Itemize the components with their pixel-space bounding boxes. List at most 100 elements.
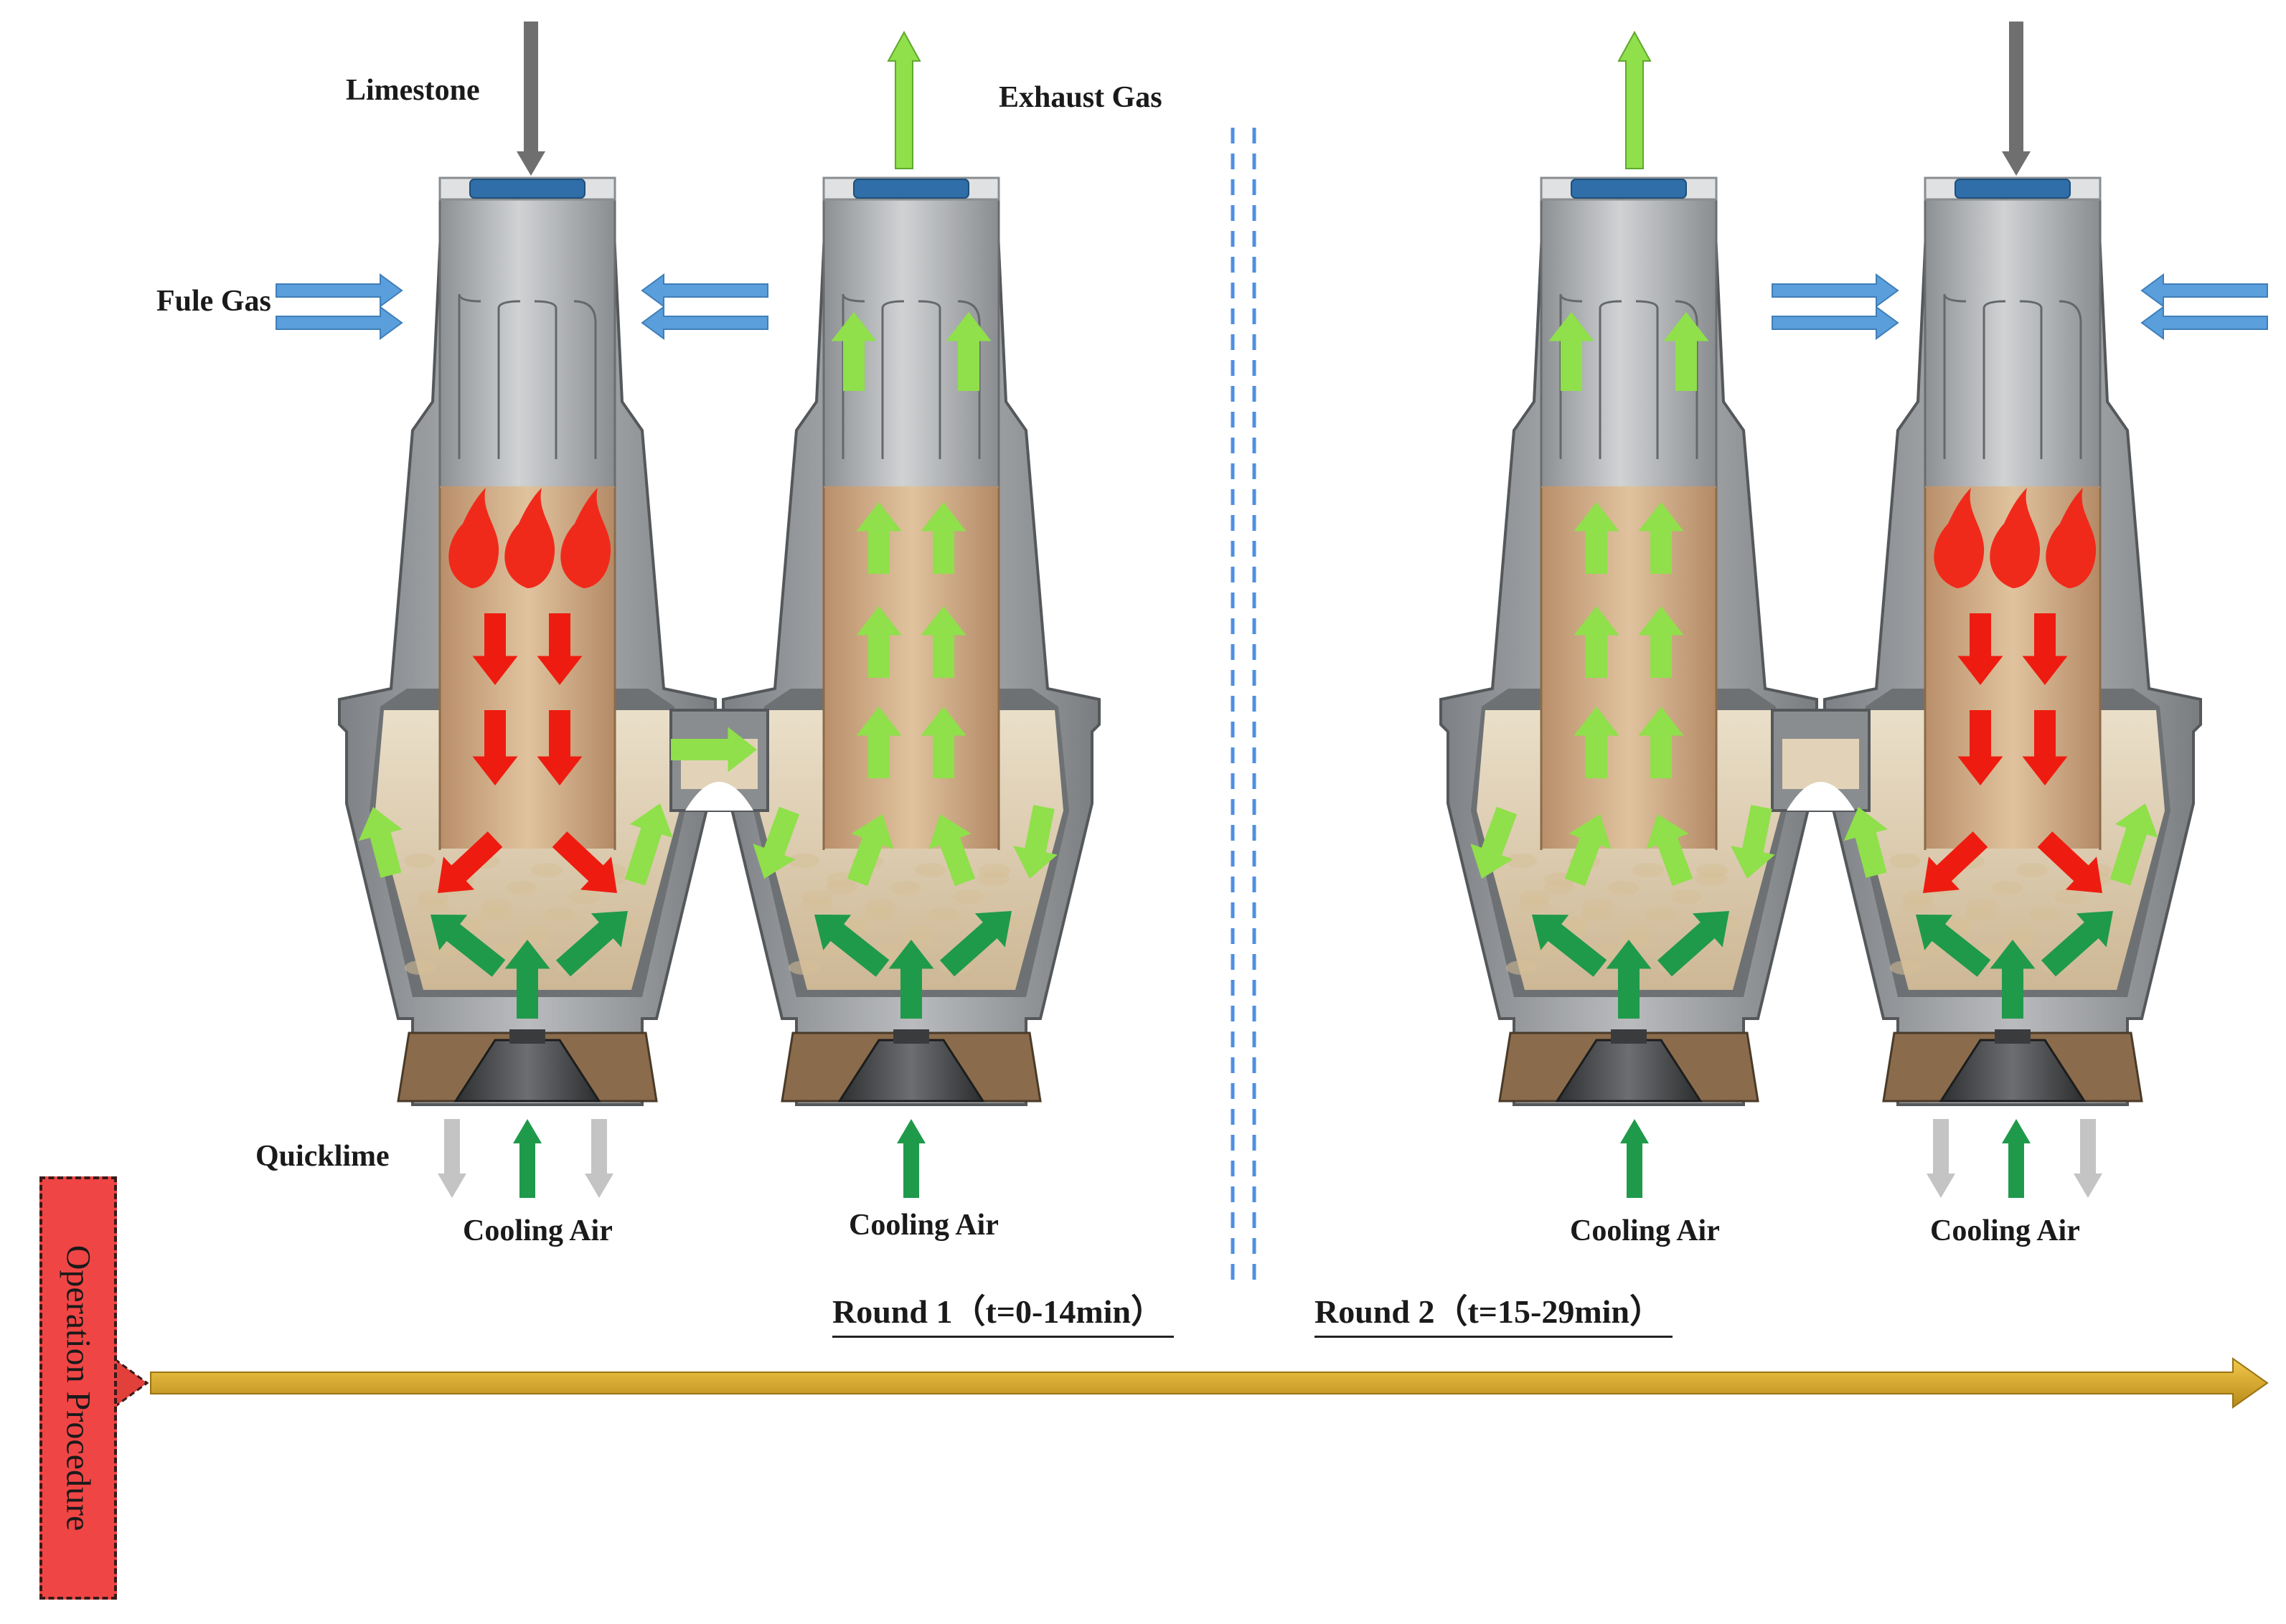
feed-port bbox=[469, 179, 585, 199]
upper-cap bbox=[438, 189, 616, 489]
upflow-arrow-2-c1 bbox=[921, 707, 966, 778]
flame-1-2 bbox=[504, 488, 555, 588]
flame-4-2 bbox=[1990, 488, 2041, 588]
fuel-gas-arrow-right-0 bbox=[641, 273, 768, 308]
upflow-arrow-2-a0 bbox=[856, 502, 902, 574]
upflow-arrow-2-b1 bbox=[921, 606, 966, 678]
side-down-arrow-3-l bbox=[1470, 806, 1518, 879]
cooling-air-arrow-4 bbox=[2002, 1119, 2031, 1198]
cooling-up-arrow-2 bbox=[888, 940, 934, 1019]
fuel-gas-arrow-round2-left-1 bbox=[1772, 306, 1899, 340]
upflow-arrow-2-a1 bbox=[921, 502, 966, 574]
round-1-label: Round 1（t=0-14min） bbox=[832, 1285, 1174, 1338]
flame-4-3 bbox=[2046, 488, 2097, 588]
fuel-gas-arrow-round2-left-0 bbox=[1772, 273, 1899, 308]
cooling-diag-arrow-1-r bbox=[556, 911, 628, 977]
cooling-diag-arrow-2-l bbox=[814, 915, 890, 977]
cooling-air-label-2: Cooling Air bbox=[849, 1209, 999, 1242]
upflow-arrow-3-b0 bbox=[1574, 606, 1619, 678]
cooling-diag-arrow-3-r bbox=[1657, 911, 1729, 977]
side-up-arrow-4-l bbox=[1843, 807, 1888, 878]
cooling-up-arrow-4 bbox=[1990, 940, 2036, 1019]
cooling-diag-arrow-4-r bbox=[2041, 911, 2113, 977]
downflow-arrow-4-b0 bbox=[1957, 710, 2003, 785]
upflow-arrow-3-a1 bbox=[1638, 502, 1684, 574]
kiln-shaft-4 bbox=[1823, 176, 2202, 1106]
cooling-diag-arrow-1-l bbox=[431, 915, 506, 977]
downflow-arrow-1-b0 bbox=[472, 710, 518, 785]
diverge-arrow-4-r bbox=[2037, 831, 2102, 893]
crossover-channel-2 bbox=[1771, 709, 1871, 812]
operation-box-pointer bbox=[113, 1357, 149, 1409]
cooling-air-arrow-1 bbox=[513, 1119, 542, 1198]
quicklime-label: Quicklime bbox=[255, 1140, 390, 1173]
cooling-up-arrow-3 bbox=[1606, 940, 1652, 1019]
feed-port bbox=[853, 179, 969, 199]
exhaust-gas-label: Exhaust Gas bbox=[999, 81, 1162, 114]
exhaust-out-arrow-2 bbox=[1617, 30, 1652, 169]
quicklime-arrow-1-r bbox=[585, 1119, 613, 1198]
upper-cap bbox=[1924, 189, 2102, 489]
fuel-gas-arrow-round2-right-0 bbox=[2140, 273, 2268, 308]
diverge-arrow-4-l bbox=[1923, 831, 1988, 893]
quicklime-arrow-1-l bbox=[438, 1119, 466, 1198]
downflow-arrow-1-b1 bbox=[537, 710, 583, 785]
operation-procedure-box: Operation Procedure bbox=[39, 1176, 117, 1600]
converge-arrow-3-l bbox=[1564, 814, 1612, 887]
side-down-arrow-2-l bbox=[753, 806, 800, 879]
side-down-arrow-2-r bbox=[1013, 805, 1058, 879]
side-up-arrow-4-r bbox=[2109, 803, 2158, 886]
exhaust-out-arrow-1 bbox=[887, 30, 921, 169]
upflow-arrow-3-c0 bbox=[1574, 707, 1619, 778]
quicklime-arrow-4-r bbox=[2074, 1119, 2102, 1198]
converge-arrow-3-r bbox=[1646, 814, 1693, 887]
side-down-arrow-3-r bbox=[1731, 805, 1775, 879]
upflow-arrow-3-b1 bbox=[1638, 606, 1684, 678]
fuel-gas-arrow-left-0 bbox=[276, 273, 403, 308]
flame-1-1 bbox=[448, 488, 499, 588]
limestone-feed-arrow-2 bbox=[2002, 22, 2031, 176]
operation-timeline-arrow bbox=[150, 1357, 2269, 1409]
fuel-gas-arrow-left-1 bbox=[276, 306, 403, 340]
upflow-arrow-2-c0 bbox=[856, 707, 902, 778]
cooling-air-label-4: Cooling Air bbox=[1930, 1214, 2080, 1247]
material-bed bbox=[824, 486, 999, 849]
cooling-diag-arrow-3-l bbox=[1532, 915, 1607, 977]
operation-procedure-label: Operation Procedure bbox=[59, 1245, 98, 1531]
upflow-arrow-3-a0 bbox=[1574, 502, 1619, 574]
feed-port bbox=[1571, 179, 1687, 199]
flame-4-1 bbox=[1934, 488, 1985, 588]
limestone-label: Limestone bbox=[346, 74, 480, 107]
cooling-up-arrow-1 bbox=[504, 940, 550, 1019]
exhaust-up-2-cap1 bbox=[946, 312, 992, 391]
converge-arrow-2-l bbox=[847, 814, 894, 887]
downflow-arrow-4-a1 bbox=[2022, 613, 2068, 685]
round-2-label: Round 2（t=15-29min） bbox=[1314, 1285, 1673, 1338]
exhaust-up-3-cap1 bbox=[1663, 312, 1709, 391]
fuel-gas-arrow-round2-right-1 bbox=[2140, 306, 2268, 340]
downflow-arrow-4-b1 bbox=[2022, 710, 2068, 785]
downflow-arrow-1-a0 bbox=[472, 613, 518, 685]
cooling-diag-arrow-4-l bbox=[1916, 915, 1991, 977]
cooling-air-label-3: Cooling Air bbox=[1570, 1214, 1720, 1247]
side-up-arrow-1-r bbox=[624, 803, 673, 886]
diverge-arrow-1-r bbox=[552, 831, 617, 893]
upflow-arrow-2-b0 bbox=[856, 606, 902, 678]
cooling-air-label-1: Cooling Air bbox=[463, 1214, 613, 1247]
cooling-air-arrow-3 bbox=[1620, 1119, 1649, 1198]
flame-1-3 bbox=[560, 488, 611, 588]
cooling-diag-arrow-2-r bbox=[940, 911, 1012, 977]
downflow-arrow-1-a1 bbox=[537, 613, 583, 685]
downflow-arrow-4-a0 bbox=[1957, 613, 2003, 685]
exhaust-up-2-cap0 bbox=[831, 312, 877, 391]
material-bed bbox=[1541, 486, 1716, 849]
cooling-air-arrow-2 bbox=[897, 1119, 926, 1198]
upflow-arrow-3-c1 bbox=[1638, 707, 1684, 778]
quicklime-arrow-4-l bbox=[1927, 1119, 1955, 1198]
side-up-arrow-1-l bbox=[358, 807, 403, 878]
limestone-feed-arrow-1 bbox=[517, 22, 545, 176]
feed-port bbox=[1955, 179, 2071, 199]
crossover-flow-arrow bbox=[671, 727, 757, 773]
